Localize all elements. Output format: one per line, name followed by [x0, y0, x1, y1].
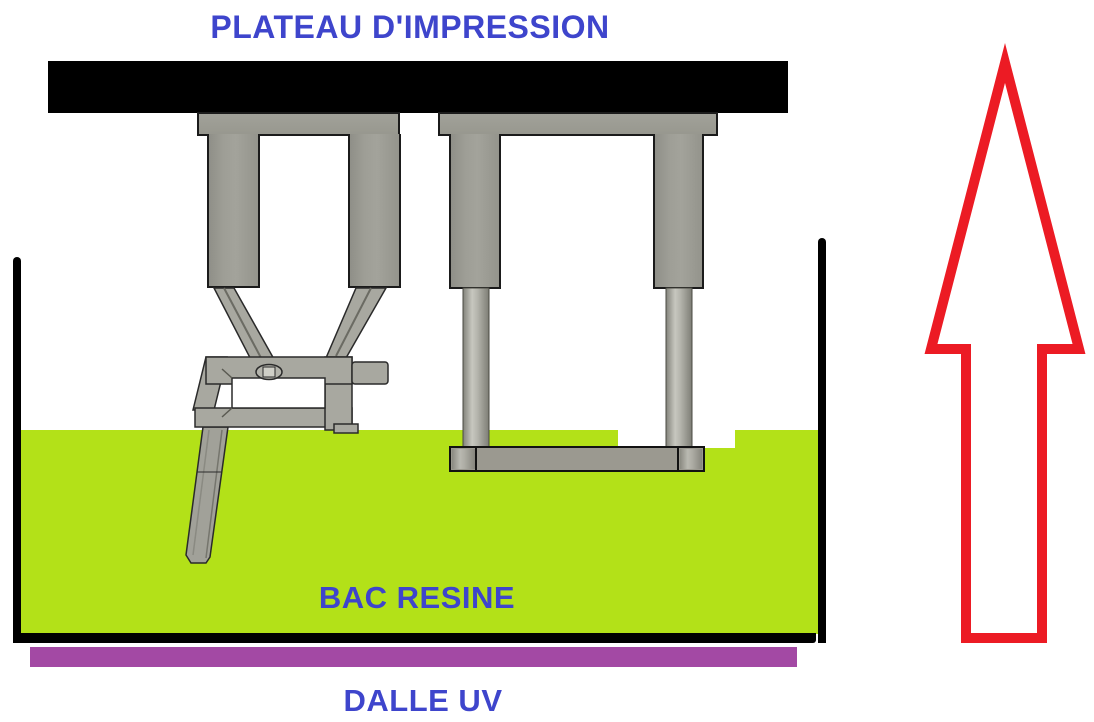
- support-column-right-1: [449, 134, 501, 289]
- tank-wall-right: [818, 238, 826, 643]
- strut-right-bevel: [335, 287, 372, 357]
- up-arrow-icon: [924, 43, 1086, 643]
- frame-boss: [255, 363, 283, 381]
- frame-right-bar: [324, 356, 353, 431]
- resin-surface-gap: [618, 430, 735, 448]
- support-rod-right: [665, 287, 693, 451]
- print-platform-bar: [48, 61, 788, 113]
- frame-flange: [351, 361, 389, 385]
- support-struts-left: [212, 287, 388, 378]
- support-column-left-1: [207, 134, 260, 288]
- tank-bottom: [13, 633, 816, 643]
- strut-right: [324, 287, 388, 359]
- frame-opening: [231, 377, 326, 409]
- support-rod-left: [462, 287, 490, 451]
- frame-bottom-bar: [194, 407, 353, 428]
- uv-panel-label: DALLE UV: [343, 683, 503, 718]
- strut-left: [212, 287, 281, 378]
- mount-plate-right: [438, 112, 718, 136]
- uv-panel-bar: [30, 647, 797, 667]
- frame-left-member: [192, 356, 228, 411]
- mount-plate-left: [197, 112, 400, 136]
- frame-boss-nub: [262, 366, 276, 378]
- support-column-left-2: [348, 134, 401, 288]
- chamfer-bottom-left: [221, 407, 233, 418]
- strut-left-bevel: [223, 287, 270, 374]
- support-column-right-2: [653, 134, 704, 289]
- page-title: PLATEAU D'IMPRESSION: [210, 9, 610, 45]
- tank-wall-left: [13, 257, 21, 643]
- chamfer-top-left: [221, 368, 233, 379]
- frame-top-plate: [205, 356, 353, 385]
- resin-tank-label: BAC RESINE: [318, 580, 516, 615]
